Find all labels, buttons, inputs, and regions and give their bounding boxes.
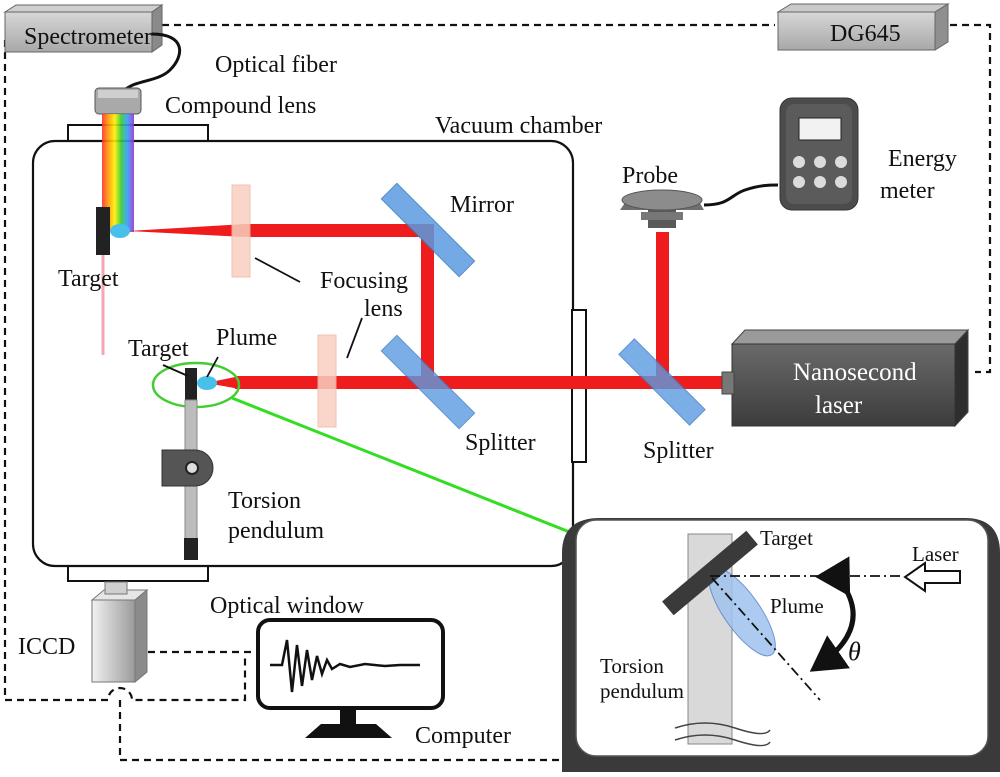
spectrometer: Spectrometer <box>3 4 164 53</box>
focusing-lens-label-line2: lens <box>364 296 403 322</box>
laser-beam-paths <box>128 224 730 389</box>
energy-meter-label-line2: meter <box>880 178 935 204</box>
probe-label: Probe <box>622 163 678 189</box>
spectrometer-label: Spectrometer <box>24 24 152 50</box>
nanosecond-laser: Nanosecond laser <box>721 328 970 428</box>
laser-label-line1: Nanosecond <box>793 359 917 386</box>
inset-laser-label: Laser <box>912 542 959 566</box>
target-pendulum <box>185 368 197 400</box>
target-leader <box>162 364 189 377</box>
splitter-outer <box>618 338 706 426</box>
optical-fiber <box>123 32 182 92</box>
focusing-lens-lower <box>317 334 337 428</box>
inset-target-label: Target <box>760 526 813 550</box>
optical-fiber-label: Optical fiber <box>215 52 337 78</box>
splitter-outer-label: Splitter <box>643 438 714 464</box>
energy-meter-label-line1: Energy <box>888 146 957 172</box>
target-upper <box>96 207 110 255</box>
focusing-lens-leader-2 <box>346 317 363 359</box>
splitter-inner <box>380 334 476 430</box>
probe <box>620 189 704 228</box>
inset-angle-symbol: θ <box>848 637 861 666</box>
mirror <box>380 182 476 278</box>
computer-label: Computer <box>415 723 511 749</box>
mirror-label: Mirror <box>450 192 514 218</box>
focusing-lens-leader-1 <box>254 257 301 283</box>
inset-torsion-label-line2: pendulum <box>600 679 684 703</box>
plume-label: Plume <box>216 325 277 351</box>
vacuum-chamber-label: Vacuum chamber <box>435 113 602 139</box>
dg645-delay-generator: DG645 <box>776 3 950 51</box>
iccd-camera <box>90 581 149 684</box>
inset-plume-label: Plume <box>770 594 824 618</box>
target-upper-label: Target <box>58 266 119 292</box>
plume-spot-lower <box>197 376 217 390</box>
focusing-lens-upper <box>231 184 251 278</box>
damped-oscillation-signal <box>270 639 420 693</box>
iccd-label: ICCD <box>18 634 75 660</box>
optical-window-label: Optical window <box>210 593 365 619</box>
probe-cable <box>703 183 779 207</box>
inset-detail-panel: Target Laser Plume Torsion pendulum θ <box>562 518 1000 772</box>
dg645-label: DG645 <box>830 21 901 47</box>
plume-spot-upper <box>110 224 130 238</box>
target-pendulum-label: Target <box>128 336 189 362</box>
inset-torsion-label-line1: Torsion <box>600 654 664 678</box>
compound-lens <box>94 87 142 115</box>
torsion-pendulum-label-line1: Torsion <box>228 488 301 514</box>
energy-meter <box>779 97 859 211</box>
torsion-pendulum <box>161 399 214 560</box>
focusing-lens-label-line1: Focusing <box>320 268 408 294</box>
splitter-inner-label: Splitter <box>465 430 536 456</box>
plume-leader <box>206 356 219 378</box>
torsion-pendulum-label-line2: pendulum <box>228 518 324 544</box>
compound-lens-label: Compound lens <box>165 93 316 119</box>
control-wiring <box>3 23 992 762</box>
laser-label-line2: laser <box>815 392 863 419</box>
computer-monitor <box>256 618 445 738</box>
